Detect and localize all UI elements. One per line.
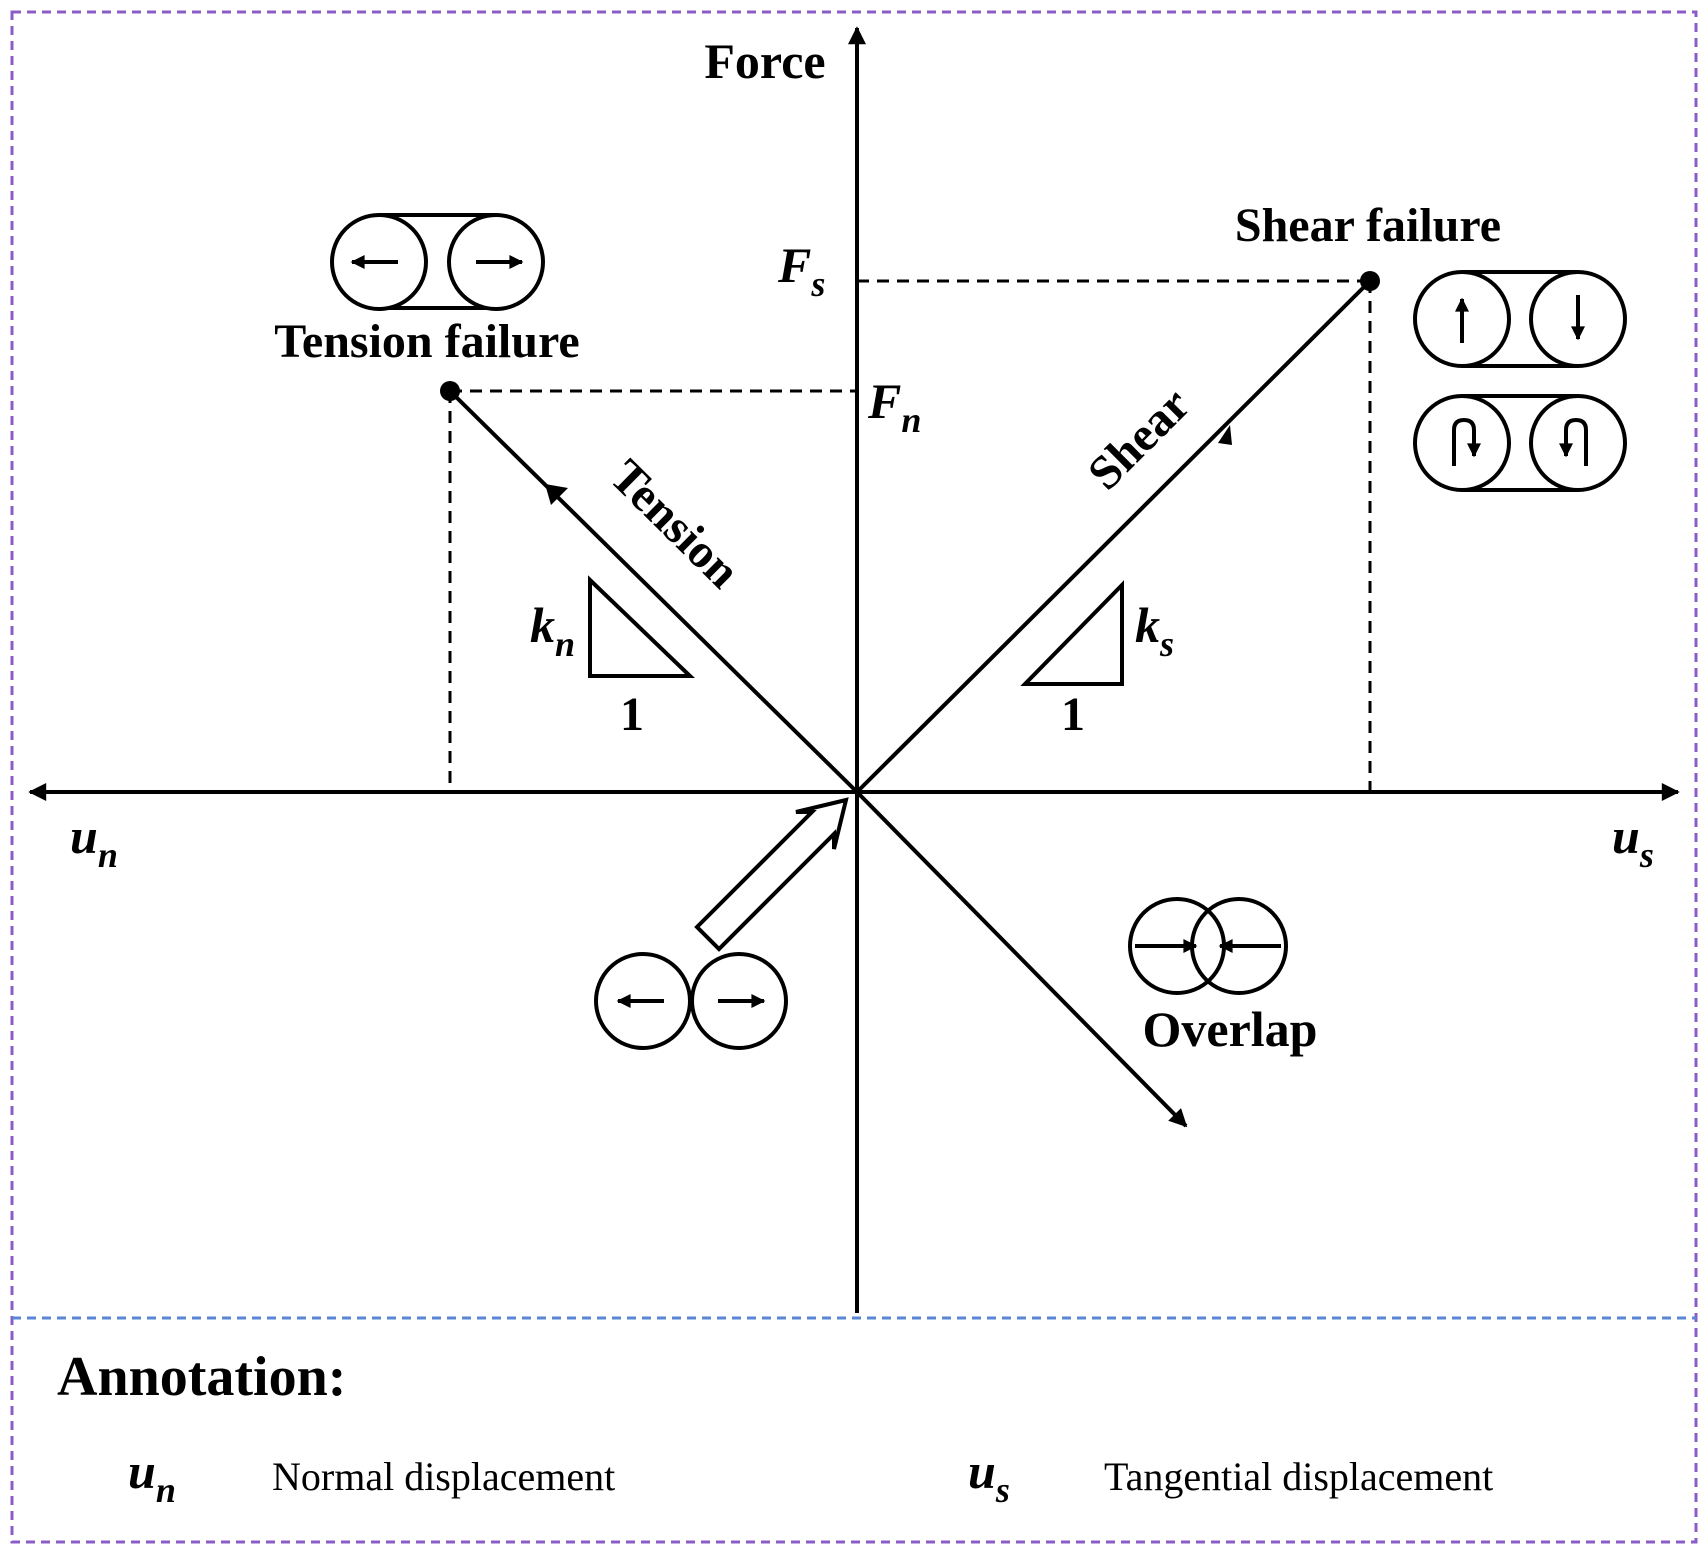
outer-frame [10,10,1698,1544]
ks-slope-triangle [1020,580,1124,686]
kn-slope-triangle [588,575,695,678]
overlap-label: Overlap [1143,1001,1318,1057]
hollow-arrow-icon [694,797,849,952]
annotation-title: Annotation: [57,1346,346,1408]
shear-direction-arrowhead [1218,425,1232,445]
annotation-us-text: Tangential displacement [1104,1454,1493,1499]
annotation-us-symbol: us [968,1443,1010,1510]
un-axis-label: un [70,808,118,875]
fs-level-label: Fs [777,237,825,304]
shear-line [855,279,1372,794]
touching-particles-icon [594,952,788,1050]
shear-failure-point [1360,271,1380,291]
overlap-arrow [855,790,1188,1128]
tension-failure-label: Tension failure [274,315,579,368]
tension-line-label: Tension [600,450,750,599]
us-axis-label: us [1612,808,1654,875]
pulled-apart-particles-icon [330,213,545,311]
tension-direction-arrowhead [545,484,568,505]
tension-line [448,389,859,794]
overlapping-particles-icon [1128,897,1288,995]
fn-level-label: Fn [867,373,921,440]
shear-line-label: Shear [1078,378,1200,500]
force-axis-label: Force [704,33,825,89]
ks-slope-label: ks [1135,597,1174,664]
shear-failure-label: Shear failure [1235,199,1501,252]
ks-run-label: 1 [1061,688,1085,741]
rolling-particles-icon [1413,394,1627,492]
shear-sliding-particles-icon [1413,270,1627,368]
tension-failure-point [440,381,460,401]
kn-slope-label: kn [530,597,575,664]
kn-run-label: 1 [620,688,644,741]
annotation-un-text: Normal displacement [272,1454,615,1499]
annotation-un-symbol: un [128,1443,176,1510]
